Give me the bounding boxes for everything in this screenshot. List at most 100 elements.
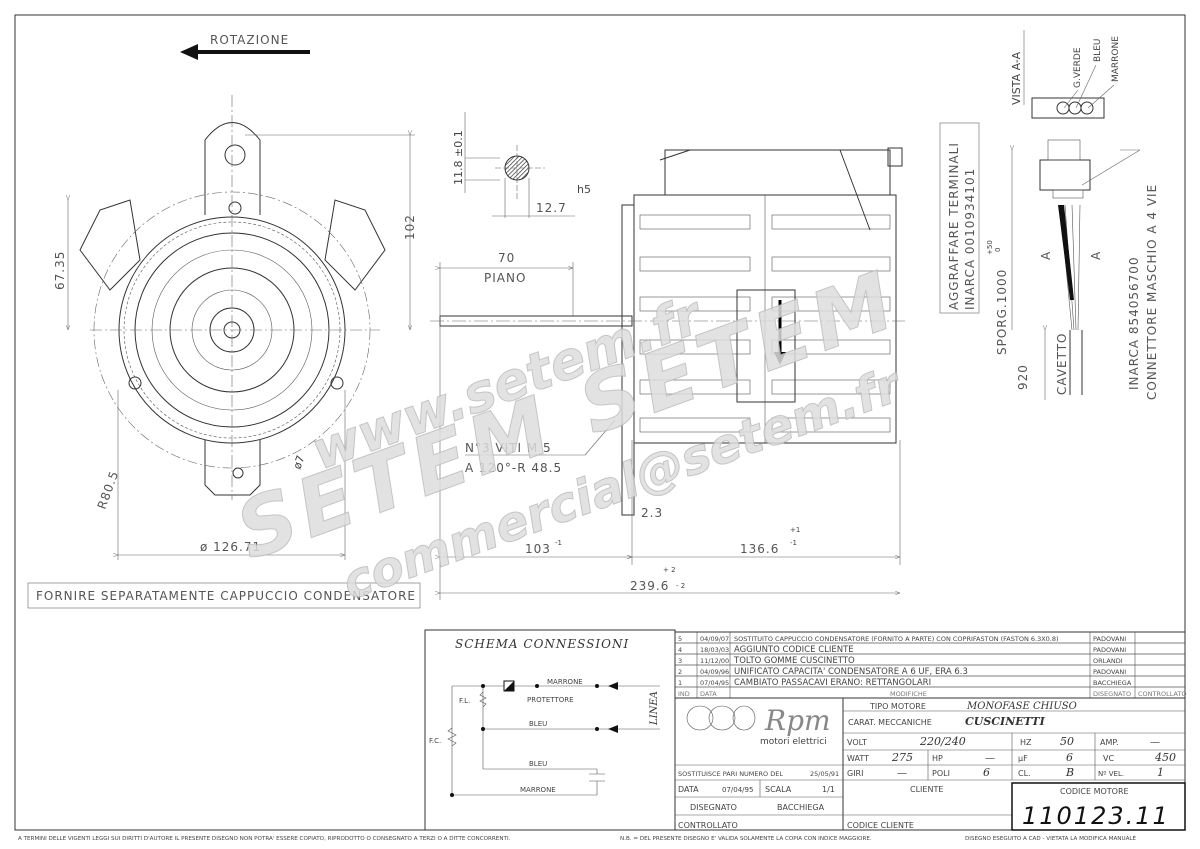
screws-note-line2: A 120°-R 48.5 xyxy=(465,461,562,475)
value-motor-code: 110123.11 xyxy=(1022,802,1170,830)
revision-desc: CAMBIATO PASSACAVI ERANO: RETTANGOLARI xyxy=(734,678,931,688)
revision-drawn: PADOVANI xyxy=(1093,646,1126,654)
connector-description: CONNETTORE MASCHIO A 4 VIE xyxy=(1145,184,1159,400)
terminal-box xyxy=(736,289,796,403)
value-volt: 220/240 xyxy=(919,735,966,748)
screws-note-line1: N°3 VITI M 5 xyxy=(465,441,552,455)
label-speeds: Nº VEL. xyxy=(1098,770,1124,778)
revision-drawn: ORLANDI xyxy=(1093,657,1123,665)
value-hp: — xyxy=(985,753,995,764)
label-poles: POLI xyxy=(932,769,950,778)
logo-tagline: motori elettrici xyxy=(760,737,827,747)
label-drawn-by: DISEGNATO xyxy=(690,803,737,812)
revision-drawn: PADOVANI xyxy=(1093,635,1126,643)
dim-total-tol-plus: + 2 xyxy=(663,566,676,574)
value-uf: 6 xyxy=(1066,751,1073,764)
dim-diameter: ø 126.71 xyxy=(200,540,261,554)
value-watt: 275 xyxy=(891,751,913,764)
logo-brand: Rpm xyxy=(764,704,831,737)
revision-date: 07/04/95 xyxy=(700,679,729,687)
footer-copyright: A TERMINI DELLE VIGENTI LEGGI SUI DIRITT… xyxy=(18,836,511,842)
dim-total-tol-minus: - 2 xyxy=(676,582,685,590)
wiring-schematic: SCHEMA CONNESSIONI MARRONE PROTETTORE BL… xyxy=(424,629,676,831)
revision-header-drawn: DISEGNATO xyxy=(1093,690,1131,698)
dim-axis-height: 67.35 xyxy=(53,251,67,290)
revision-header-desc: MODIFICHE xyxy=(890,690,927,698)
label-amp: AMP. xyxy=(1100,738,1119,747)
view-label: VISTA A-A xyxy=(1010,51,1023,105)
revision-drawn: PADOVANI xyxy=(1093,668,1126,676)
value-replaces-date: 25/05/91 xyxy=(810,770,839,778)
label-uf: µF xyxy=(1018,754,1028,763)
label-fl: F.L. xyxy=(459,697,470,705)
watermark: www.setem.fr SETEM SETEM commercial@sete… xyxy=(224,252,911,612)
label-watt: WATT xyxy=(847,754,869,763)
dim-flange: 2.3 xyxy=(641,506,663,520)
section-mark-right: A xyxy=(1089,251,1103,260)
value-poles: 6 xyxy=(983,766,990,779)
revision-date: 04/09/96 xyxy=(700,668,729,676)
shaft-flat-label: PIANO xyxy=(484,271,526,285)
shaft-section: 11.8 ±0.1 12.7 h5 xyxy=(452,112,591,218)
revision-date: 11/12/00 xyxy=(700,657,729,665)
footer-notes: A TERMINI DELLE VIGENTI LEGGI SUI DIRITT… xyxy=(18,836,1137,842)
terminal-note-box xyxy=(939,122,980,314)
value-drawn-by: BACCHIEGA xyxy=(777,803,825,812)
rotation-indicator: ROTAZIONE xyxy=(180,33,310,60)
dim-shaft-length: 70 xyxy=(498,251,515,265)
dim-shaft-diameter: 12.7 xyxy=(536,201,567,215)
terminal-note-2: INARCA 0010934101 xyxy=(963,168,977,310)
label-class: CL. xyxy=(1018,769,1031,778)
rpm-logo: Rpm motori elettrici xyxy=(686,704,831,747)
revision-header-checked: CONTROLLATO xyxy=(1138,690,1187,698)
revision-header-ind: IND xyxy=(678,690,690,698)
revision-header-date: DATA xyxy=(700,690,717,698)
value-date: 07/04/95 xyxy=(722,786,753,794)
label-motor-type: TIPO MOTORE xyxy=(869,702,926,711)
label-checked-by: CONTROLLATO xyxy=(678,821,738,830)
terminal-note-1: AGGRAFFARE TERMINALI xyxy=(947,142,961,310)
title-block: Rpm motori elettrici TIPO MOTORE MONOFAS… xyxy=(674,697,1186,831)
dim-front-tolerance: -1 xyxy=(555,539,562,547)
value-rpm: — xyxy=(897,768,907,779)
revision-desc: TOLTO GOMME CUSCINETTO xyxy=(733,656,855,666)
label-brown-bottom: MARRONE xyxy=(520,786,556,794)
value-motor-type: MONOFASE CHIUSO xyxy=(966,701,1077,712)
footer-cad-note: DISEGNO ESEGUITO A CAD - VIETATA LA MODI… xyxy=(965,836,1137,842)
revision-date: 18/03/03 xyxy=(700,646,729,654)
shaft-tolerance: h5 xyxy=(577,183,591,196)
cable-label: CAVETTO xyxy=(1055,332,1069,395)
label-hp: HP xyxy=(932,754,943,763)
dim-total-length: 239.6 xyxy=(630,579,669,593)
revision-ind: 2 xyxy=(678,668,682,676)
dim-body-tol-minus: -1 xyxy=(790,539,797,547)
label-motor-code: CODICE MOTORE xyxy=(1060,787,1129,796)
dim-body-length: 136.6 xyxy=(740,542,779,556)
side-view-dimensions: 70 PIANO N°3 VITI M 5 A 120°-R 48.5 2.3 … xyxy=(440,251,901,600)
line-terminal-icon xyxy=(608,682,618,733)
label-vc: VC xyxy=(1103,754,1114,763)
cable-length: 920 xyxy=(1016,364,1030,390)
side-view xyxy=(430,147,905,516)
dim-height: 102 xyxy=(403,214,417,240)
motor-code-box xyxy=(1011,782,1186,831)
wire-label-green-yellow: G.VERDE xyxy=(1073,47,1083,88)
dim-shaft-flat: 11.8 ±0.1 xyxy=(452,130,465,185)
label-blue-low: BLEU xyxy=(529,760,547,768)
label-line: LINEA xyxy=(649,691,660,726)
value-speeds: 1 xyxy=(1157,766,1164,779)
revision-desc: AGGIUNTO CODICE CLIENTE xyxy=(734,645,854,655)
footer-revision-note: N.B. = DEL PRESENTE DISEGNO E' VALIDA SO… xyxy=(620,836,872,842)
label-mechanical: CARAT. MECCANICHE xyxy=(848,718,932,727)
connector-end-view xyxy=(1031,97,1105,119)
revision-ind: 4 xyxy=(678,646,682,654)
note-capacitor-cap: FORNIRE SEPARATAMENTE CAPPUCCIO CONDENSA… xyxy=(36,589,416,603)
value-amp: — xyxy=(1150,737,1160,748)
value-class: B xyxy=(1065,766,1074,779)
dim-radius: R80.5 xyxy=(95,469,122,511)
revision-desc: SOSTITUITO CAPPUCCIO CONDENSATORE (FORNI… xyxy=(734,635,1059,643)
wire-label-brown: MARRONE xyxy=(1111,36,1121,82)
capacitor-symbol xyxy=(589,769,605,795)
